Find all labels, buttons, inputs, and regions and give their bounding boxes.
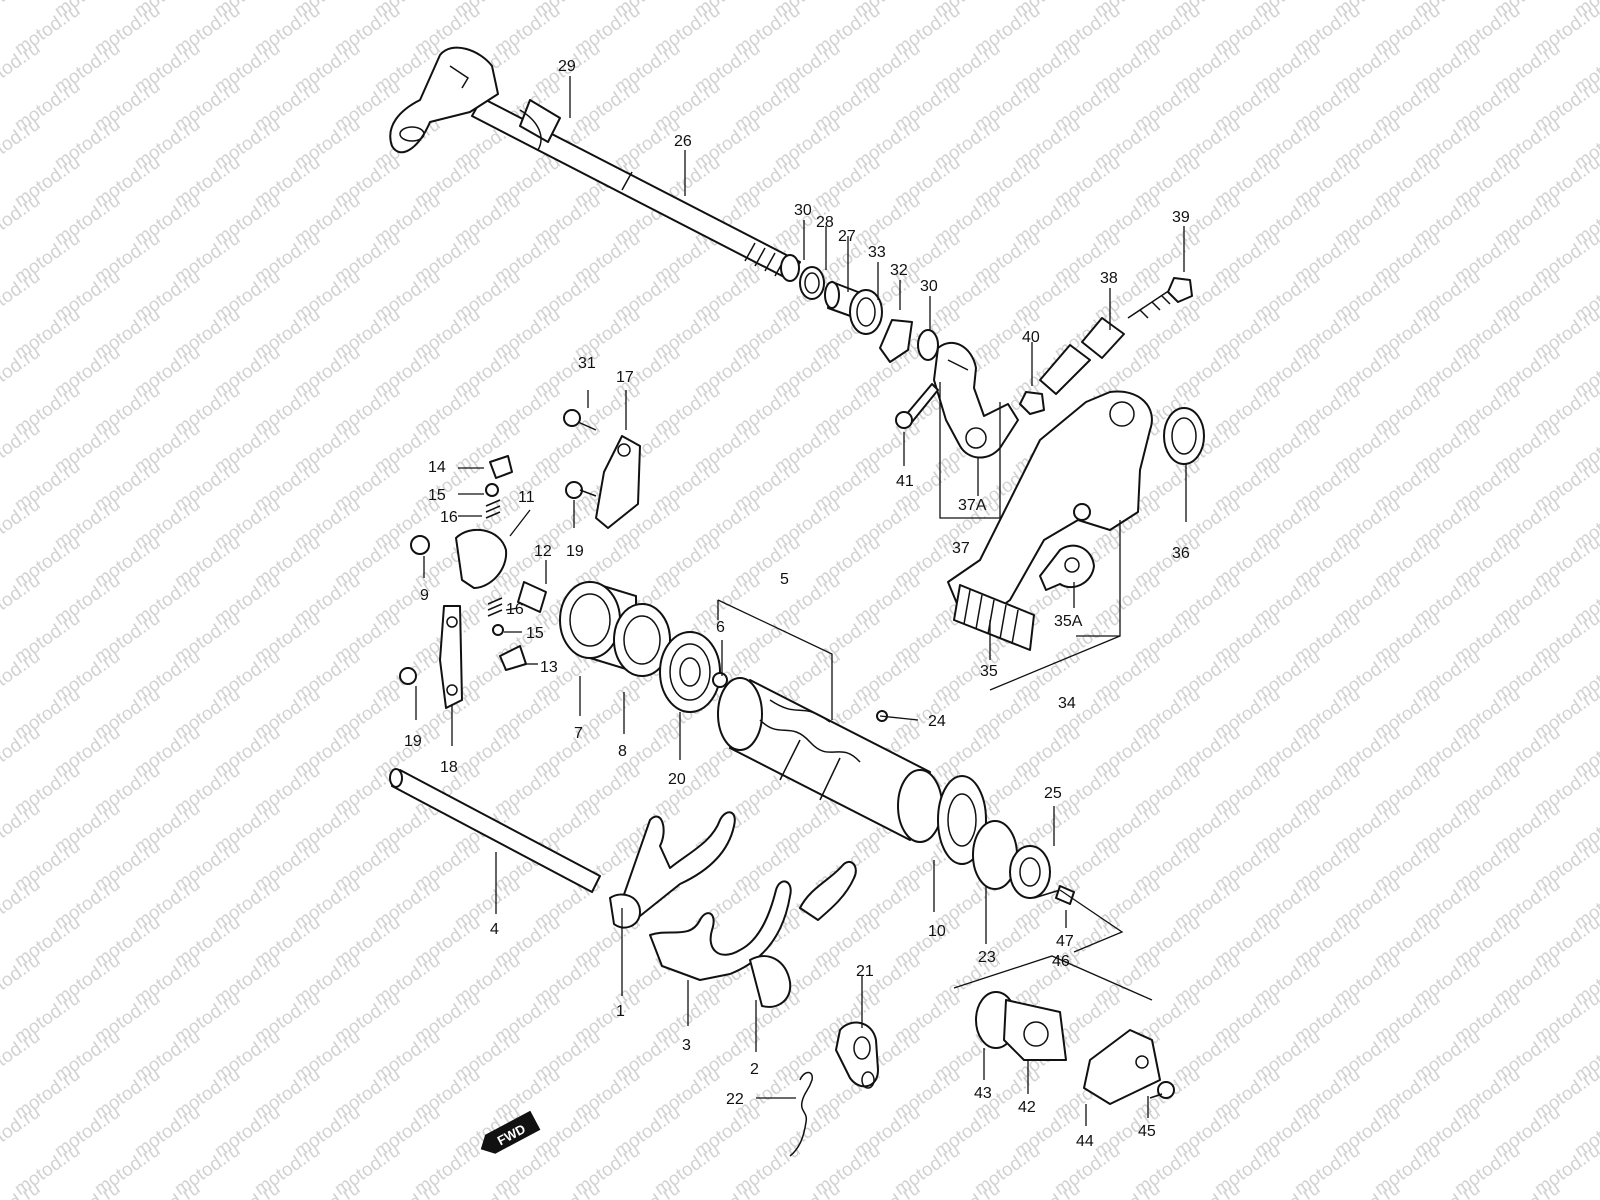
- label-40: 40: [1022, 329, 1040, 346]
- label-21: 21: [856, 963, 874, 980]
- label-38: 38: [1100, 270, 1118, 287]
- label-20: 20: [668, 771, 686, 788]
- pin-6: [712, 672, 728, 688]
- label-37: 37: [952, 540, 970, 557]
- label-36: 36: [1172, 545, 1190, 562]
- label-6: 6: [716, 619, 725, 636]
- bearing-20: [659, 631, 721, 713]
- shift-link-arm: [895, 341, 1019, 459]
- label-4: 4: [490, 921, 499, 938]
- label-7: 7: [574, 725, 583, 742]
- label-8: 8: [618, 743, 627, 760]
- label-18: 18: [440, 759, 458, 776]
- leader-lines: [415, 76, 1187, 1126]
- shaft-small-parts: [780, 254, 939, 363]
- label-28: 28: [816, 214, 834, 231]
- lower-right-parts: [975, 991, 1175, 1105]
- label-44: 44: [1076, 1133, 1094, 1150]
- shift-forks: [609, 811, 857, 1008]
- label-29: 29: [558, 58, 576, 75]
- label-1: 1: [616, 1003, 625, 1020]
- gearshift-arm: [389, 46, 561, 154]
- shift-drum: [717, 677, 943, 843]
- label-30: 30: [794, 202, 812, 219]
- label-15: 15: [428, 487, 446, 504]
- label-35A: 35A: [1054, 613, 1083, 630]
- fork-shaft: [389, 768, 601, 893]
- label-37A: 37A: [958, 497, 987, 514]
- label-43: 43: [974, 1085, 992, 1102]
- label-33: 33: [868, 244, 886, 261]
- label-16: 16: [440, 509, 458, 526]
- label-2: 2: [750, 1061, 759, 1078]
- label-45: 45: [1138, 1123, 1156, 1140]
- label-27: 27: [838, 228, 856, 245]
- label-35: 35: [980, 663, 998, 680]
- label-39: 39: [1172, 209, 1190, 226]
- label-5: 5: [780, 571, 789, 588]
- fwd-arrow-badge: FWD: [480, 1110, 541, 1154]
- label-19: 19: [566, 543, 584, 560]
- label-14: 14: [428, 459, 446, 476]
- label-25: 25: [1044, 785, 1062, 802]
- tie-rod: [1019, 277, 1193, 415]
- label-34: 34: [1058, 695, 1076, 712]
- label-32: 32: [890, 262, 908, 279]
- cam-and-spring: [789, 1021, 879, 1157]
- label-26: 26: [674, 133, 692, 150]
- label-9: 9: [420, 587, 429, 604]
- drum-stopper-parts: [937, 775, 1075, 905]
- label-23: 23: [978, 949, 996, 966]
- label-30-second: 30: [920, 278, 938, 295]
- label-3: 3: [682, 1037, 691, 1054]
- label-17: 17: [616, 369, 634, 386]
- label-12: 12: [534, 543, 552, 560]
- label-11: 11: [518, 489, 535, 506]
- bearing-8: [613, 603, 671, 677]
- label-41: 41: [896, 473, 914, 490]
- label-42: 42: [1018, 1099, 1036, 1116]
- label-31: 31: [578, 355, 596, 372]
- label-19-second: 19: [404, 733, 422, 750]
- label-46: 46: [1052, 953, 1070, 970]
- label-16-second: 16: [506, 601, 524, 618]
- label-47: 47: [1056, 933, 1074, 950]
- label-10: 10: [928, 923, 946, 940]
- label-22: 22: [726, 1091, 744, 1108]
- label-13: 13: [540, 659, 558, 676]
- part-labels: 29 26 30 28 27 33 32 30 39 38 40 31 17 4…: [404, 58, 1190, 1150]
- label-24: 24: [928, 713, 946, 730]
- gearshift-lever: [947, 390, 1205, 651]
- label-15-second: 15: [526, 625, 544, 642]
